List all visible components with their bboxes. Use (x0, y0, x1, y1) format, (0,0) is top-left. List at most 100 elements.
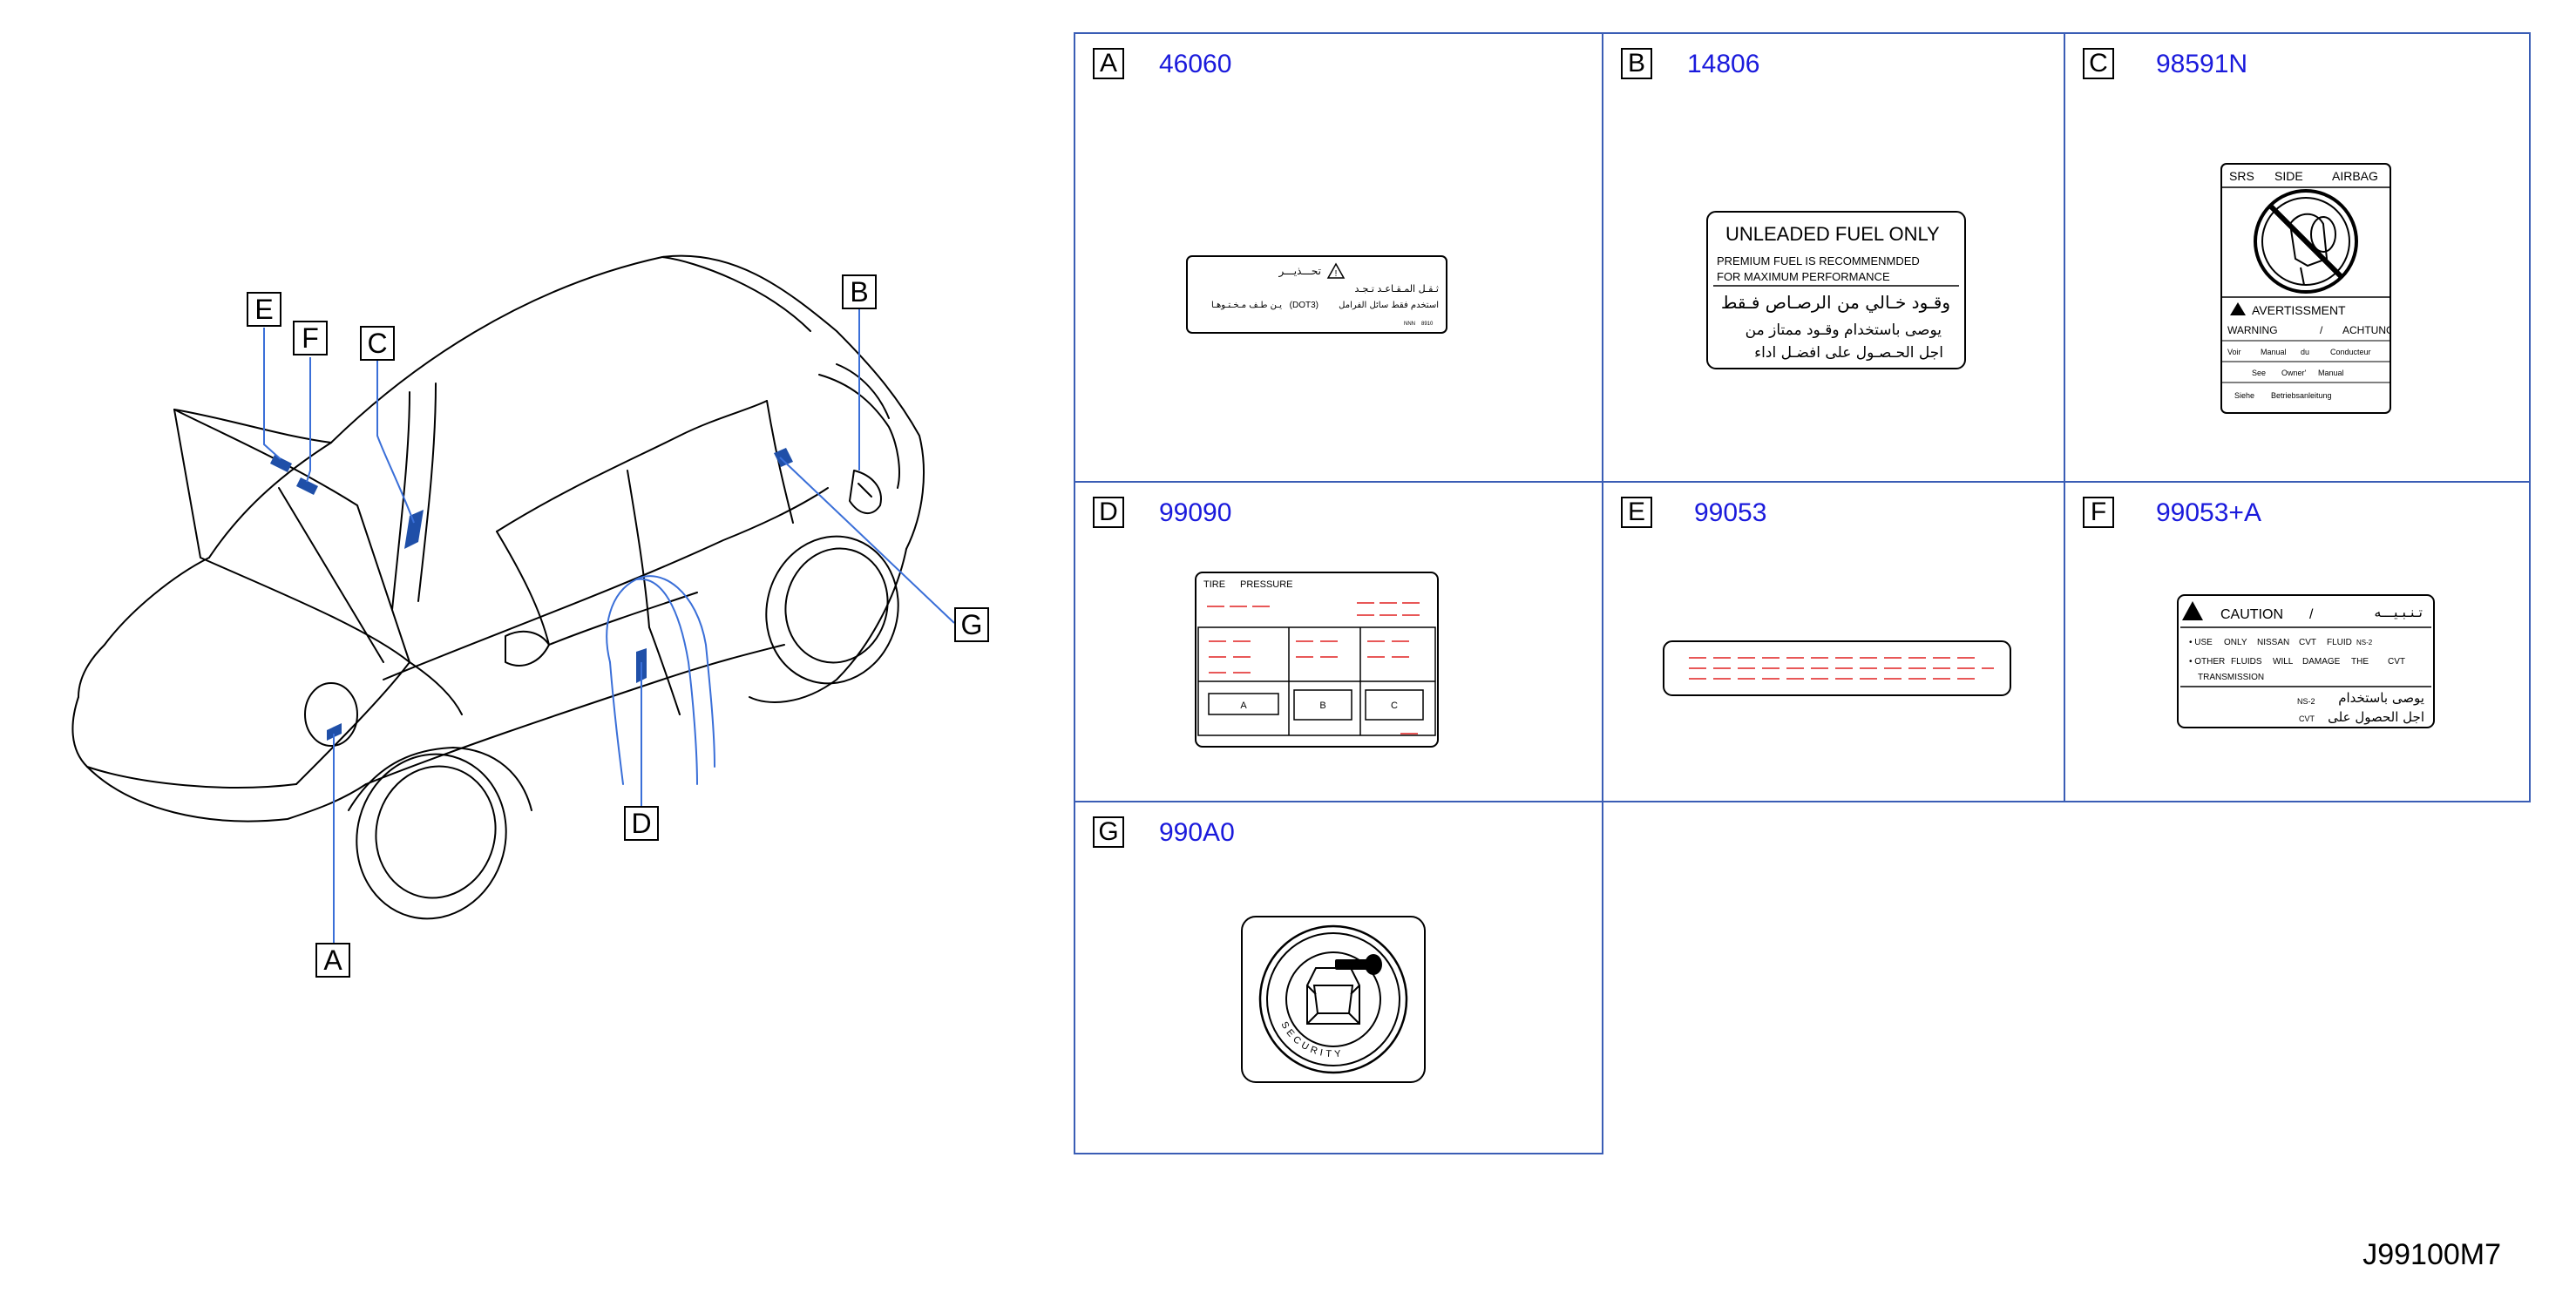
warning-icon (2230, 302, 2246, 315)
part-number: 46060 (1159, 50, 1232, 78)
svg-text:THE: THE (2351, 657, 2369, 667)
header-side: SIDE (2274, 169, 2303, 183)
part-number: 14806 (1687, 50, 1760, 78)
svg-text:• USE: • USE (2189, 638, 2213, 647)
premium-line2: FOR MAXIMUM PERFORMANCE (1717, 270, 1890, 283)
svg-text:CVT: CVT (2299, 714, 2315, 723)
cell-letter: F (2083, 497, 2114, 528)
ar-line1: وقـود خـالي من الرصـاص فـقط (1721, 292, 1950, 314)
srs-airbag-label: SRS SIDE AIRBAG AVERTISSMENT WARNING / A… (2220, 163, 2391, 414)
cell-letter: D (1093, 497, 1124, 528)
footer-number: 8910 (1421, 322, 1434, 327)
svg-text:PRESSURE: PRESSURE (1240, 579, 1293, 590)
placeholder-dashes (1689, 657, 1994, 680)
part-number: 99090 (1159, 498, 1232, 527)
cell-letter: E (1621, 497, 1652, 528)
svg-text:Siehe: Siehe (2234, 391, 2254, 400)
svg-text:ONLY: ONLY (2224, 638, 2247, 647)
label-cell-e: E 99053 (1602, 481, 2065, 802)
svg-text:FLUIDS: FLUIDS (2231, 657, 2262, 667)
line2-dot: (DOT3) (1290, 301, 1319, 310)
svg-text:Manual: Manual (2318, 369, 2344, 377)
svg-text:FLUID: FLUID (2327, 638, 2352, 647)
ar-line2: يوصى باستخدام وقـود ممتاز من (1746, 322, 1942, 339)
tire-pressure-label: TIRE PRESSURE (1195, 572, 1439, 748)
vehicle-diagram (71, 254, 955, 943)
footer-code: NNN (1404, 322, 1415, 327)
svg-text:A: A (1240, 701, 1247, 711)
fuel-label: UNLEADED FUEL ONLY PREMIUM FUEL IS RECOM… (1706, 211, 1966, 369)
callout-d: D (624, 806, 659, 841)
caution-ar: تحـــذيـــر (1278, 265, 1321, 278)
svg-text:تـنـبـيـــه: تـنـبـيـــه (2374, 604, 2423, 620)
svg-text:Betriebsanleitung: Betriebsanleitung (2271, 391, 2332, 400)
svg-text:Owner': Owner' (2281, 369, 2307, 377)
svg-text:TIRE: TIRE (1203, 579, 1225, 590)
cell-letter: C (2083, 48, 2114, 79)
svg-text:See: See (2252, 369, 2266, 377)
svg-text:NS-2: NS-2 (2297, 697, 2315, 706)
svg-text:TRANSMISSION: TRANSMISSION (2198, 673, 2264, 682)
part-number: 990A0 (1159, 818, 1235, 847)
cell-letter: B (1621, 48, 1652, 79)
header-srs: SRS (2229, 169, 2254, 183)
line1-ar: ثـقـل المـقـاعـد تـجـد (1355, 283, 1439, 294)
no-child-seat-icon (2254, 189, 2358, 294)
label-cell-b: B 14806 UNLEADED FUEL ONLY PREMIUM FUEL … (1602, 32, 2065, 483)
premium-line1: PREMIUM FUEL IS RECOMMENMDED (1717, 254, 1920, 267)
svg-text:يوصى باستخدام: يوصى باستخدام (2338, 690, 2424, 706)
svg-text:Manual: Manual (2261, 348, 2287, 356)
svg-text:اجل الحصول على: اجل الحصول على (2328, 709, 2424, 725)
line2-left-ar: يـن طـف مـخـتـوهـا (1211, 301, 1282, 310)
svg-text:WARNING: WARNING (2227, 324, 2278, 336)
callout-f: F (293, 321, 328, 355)
diagram-code: J99100M7 (2362, 1238, 2501, 1271)
svg-text:!: ! (1335, 269, 1338, 279)
line2-right-ar: استخدم فقط سائل الفرامل (1339, 301, 1439, 310)
brake-fluid-label: ! تحـــذيـــر ثـقـل المـقـاعـد تـجـد است… (1186, 255, 1447, 334)
svg-text:Conducteur: Conducteur (2330, 348, 2371, 356)
svg-text:Voir: Voir (2227, 348, 2241, 356)
warning-icon (1326, 262, 1346, 279)
svg-text:ACHTUNG: ACHTUNG (2342, 324, 2391, 336)
callout-b: B (842, 274, 877, 309)
svg-text:CVT: CVT (2388, 657, 2405, 667)
svg-text:CAUTION: CAUTION (2220, 607, 2283, 622)
fuel-title: UNLEADED FUEL ONLY (1725, 223, 1940, 245)
label-cell-g: G 990A0 SECURITY (1074, 801, 1603, 1154)
label-cell-a: A 46060 ! تحـــذيـــر ثـقـل المـقـاعـد ت… (1074, 32, 1603, 483)
key-icon (1335, 954, 1382, 975)
callout-c: C (360, 326, 395, 361)
header-airbag: AIRBAG (2332, 169, 2378, 183)
label-cell-f: F 99053+A CAUTION / تـنـبـيـــه • USE ON… (2064, 481, 2531, 802)
label-cell-d: D 99090 TIRE PRESSURE (1074, 481, 1603, 802)
svg-text:du: du (2301, 348, 2309, 356)
ar-line3: اجل الحـصـول على افضـل اداء (1754, 344, 1943, 362)
car-security-icon (1306, 967, 1360, 1025)
callout-g: G (954, 607, 989, 642)
cvt-fluid-caution-label: CAUTION / تـنـبـيـــه • USE ONLY NISSAN … (2177, 594, 2435, 728)
svg-text:• OTHER: • OTHER (2189, 657, 2225, 667)
label-cell-c: C 98591N SRS SIDE AIRBAG AVERTISSMENT WA… (2064, 32, 2531, 483)
callout-e: E (247, 292, 281, 327)
cell-letter: G (1093, 816, 1124, 848)
cell-letter: A (1093, 48, 1124, 79)
part-number: 99053 (1694, 498, 1767, 527)
warning-icon (2182, 601, 2203, 620)
svg-text:/: / (2309, 607, 2314, 622)
svg-text:CVT: CVT (2299, 638, 2316, 647)
svg-text:C: C (1391, 701, 1398, 711)
security-label: SECURITY (1241, 916, 1426, 1083)
part-number: 98591N (2156, 50, 2248, 78)
part-number: 99053+A (2156, 498, 2261, 527)
placeholder-dashes (1207, 602, 1420, 616)
svg-text:WILL: WILL (2273, 657, 2294, 667)
svg-text:DAMAGE: DAMAGE (2302, 657, 2341, 667)
svg-text:B: B (1319, 701, 1325, 711)
callout-a: A (315, 943, 350, 978)
blank-label-e (1663, 640, 2011, 696)
svg-text:NISSAN: NISSAN (2257, 638, 2289, 647)
avertissment: AVERTISSMENT (2252, 303, 2346, 317)
svg-text:NS-2: NS-2 (2356, 639, 2373, 646)
svg-text:/: / (2320, 324, 2323, 336)
